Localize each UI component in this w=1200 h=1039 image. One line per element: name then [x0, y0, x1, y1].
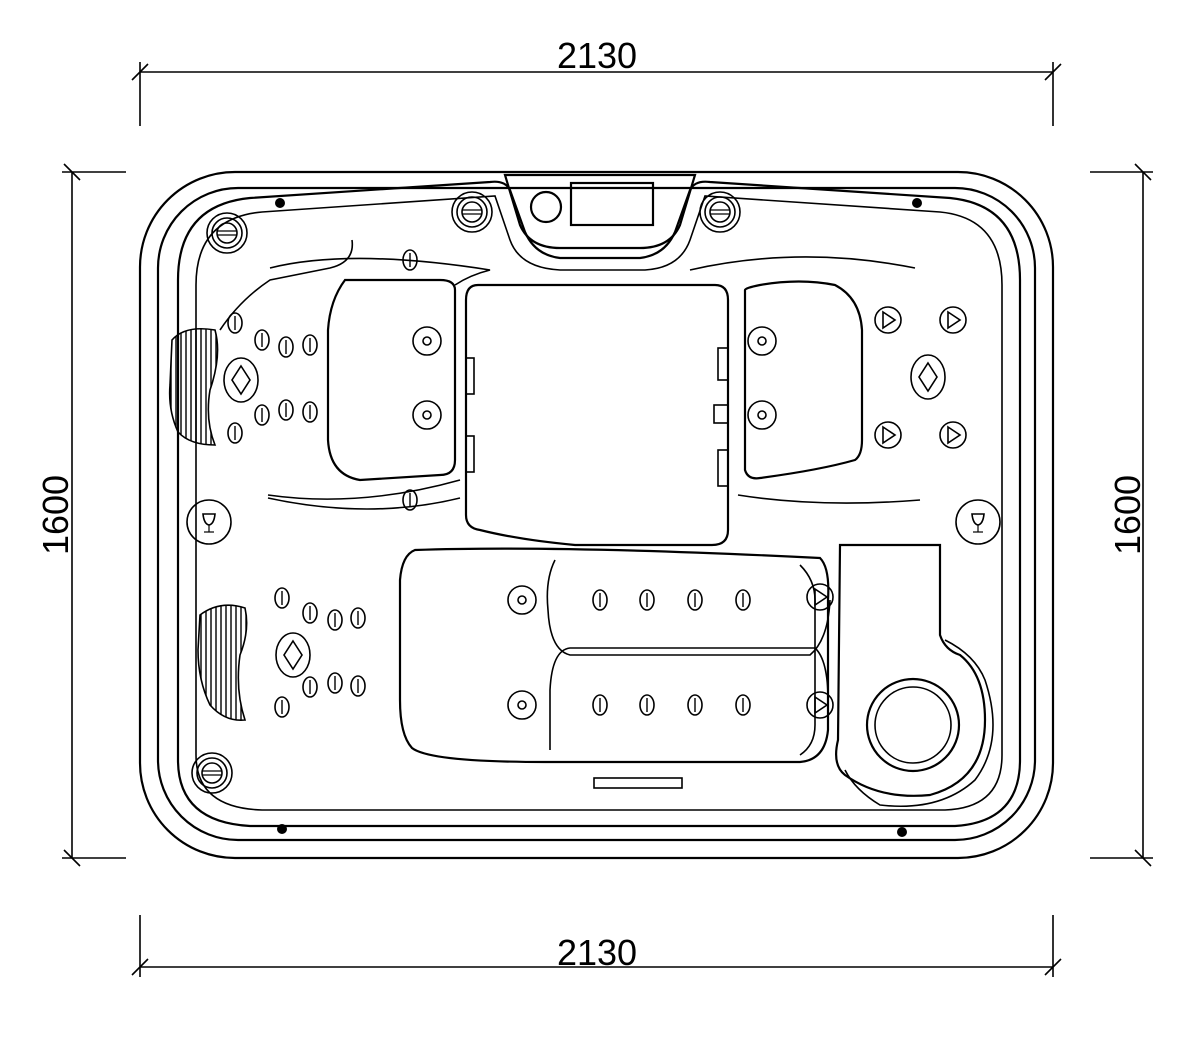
drain-dots [275, 198, 922, 837]
dimension-right: 1600 [1090, 163, 1153, 867]
dimension-left: 1600 [35, 163, 126, 867]
cool-down-seat [835, 543, 987, 797]
dimension-left-label: 1600 [35, 475, 76, 555]
jets-directional [806, 306, 967, 719]
drain-dot [912, 198, 922, 208]
seat-ridge [269, 257, 491, 286]
filter-skimmer [593, 777, 683, 789]
drain-dot [277, 824, 287, 834]
spa-shell [138, 170, 1055, 860]
cup-holder-icon [186, 499, 232, 545]
dimension-top: 2130 [131, 35, 1062, 126]
jets-left-bottom [274, 587, 366, 718]
left-lounger-seat [326, 278, 457, 482]
pillow-left-top [168, 327, 219, 446]
diamond-jet-icon [275, 632, 311, 678]
drain-dot [275, 198, 285, 208]
footwell-basin [865, 677, 961, 773]
drain-dot [897, 827, 907, 837]
outer-rim [138, 170, 1055, 860]
control-panel [503, 173, 697, 250]
seat-ridge [689, 256, 916, 271]
dimension-right-label: 1600 [1107, 475, 1148, 555]
jets-left-top [227, 249, 418, 511]
seat-ridge [267, 479, 461, 500]
control-button [529, 190, 563, 224]
front-lounger [398, 547, 830, 764]
tub-rim [176, 180, 1022, 828]
jets-front-lounger [592, 589, 751, 716]
cup-holder-icon [955, 499, 1001, 545]
valve-icon [699, 191, 741, 233]
center-footwell [464, 283, 730, 547]
dimension-bottom: 2130 [131, 915, 1062, 977]
dimension-bottom-label: 2130 [557, 932, 637, 973]
tub-inner-edge [195, 195, 1003, 811]
pillow-left-bottom [197, 604, 248, 722]
seat-ridge [737, 494, 921, 504]
rim-inner-line [156, 186, 1037, 842]
diamond-jet-icon [910, 354, 946, 400]
display-screen [569, 181, 655, 227]
dimension-top-label: 2130 [557, 35, 637, 76]
diamond-jet-icon [223, 357, 259, 403]
right-captain-seat [743, 280, 864, 480]
